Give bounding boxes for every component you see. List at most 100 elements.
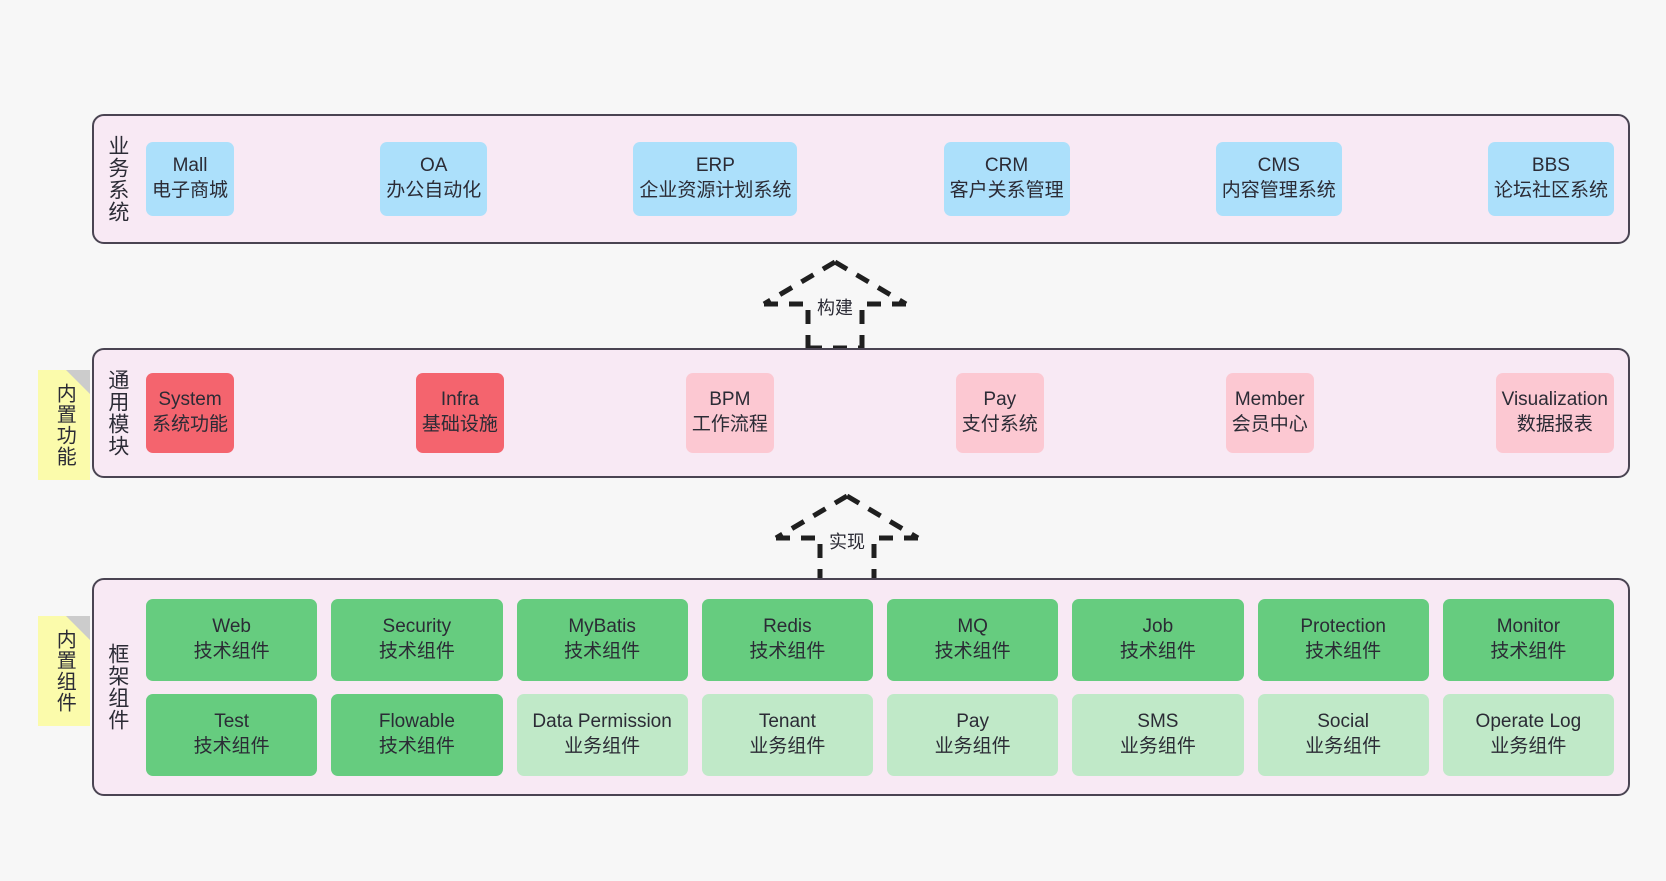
card-title: Web bbox=[212, 615, 251, 637]
card-tenant[interactable]: Tenant 业务组件 bbox=[701, 693, 873, 776]
card-test[interactable]: Test 技术组件 bbox=[146, 693, 318, 776]
card-subtitle: 技术组件 bbox=[564, 640, 641, 662]
note-label: 内置功能 bbox=[53, 383, 76, 467]
card-title: Mall bbox=[172, 155, 208, 177]
card-social[interactable]: Social 业务组件 bbox=[1257, 693, 1429, 776]
card-title: Flowable bbox=[378, 710, 455, 732]
card-title: Data Permission bbox=[532, 710, 672, 732]
framework-row-business: Test 技术组件 Flowable 技术组件 Data Permission … bbox=[146, 693, 1614, 776]
layer-title-framework: 框架组件 bbox=[105, 643, 129, 731]
card-data-permission[interactable]: Data Permission 业务组件 bbox=[516, 693, 688, 776]
card-title: BBS bbox=[1531, 155, 1570, 177]
card-title: CRM bbox=[984, 155, 1029, 177]
card-subtitle: 业务组件 bbox=[1119, 735, 1196, 757]
card-title: Visualization bbox=[1501, 389, 1608, 411]
card-subtitle: 电子商城 bbox=[152, 180, 229, 201]
card-title: Monitor bbox=[1496, 615, 1561, 637]
note-built-in-features: 内置功能 bbox=[38, 370, 90, 480]
layer-common-modules: 通用模块 System 系统功能 Infra 基础设施 BPM 工作流程 Pay… bbox=[92, 348, 1630, 478]
framework-row-tech: Web 技术组件 Security 技术组件 MyBatis 技术组件 Redi… bbox=[146, 598, 1614, 681]
card-title: Redis bbox=[763, 615, 812, 637]
card-erp[interactable]: ERP 企业资源计划系统 bbox=[633, 142, 798, 216]
card-mybatis[interactable]: MyBatis 技术组件 bbox=[516, 598, 688, 681]
card-sms[interactable]: SMS 业务组件 bbox=[1072, 693, 1244, 776]
layer-body-modules: System 系统功能 Infra 基础设施 BPM 工作流程 Pay 支付系统… bbox=[140, 373, 1628, 453]
card-subtitle: 业务组件 bbox=[1305, 735, 1382, 757]
note-label: 内置组件 bbox=[53, 629, 76, 713]
arrow-build: 构建 bbox=[760, 258, 910, 351]
note-fold-corner-icon bbox=[66, 616, 90, 640]
card-subtitle: 技术组件 bbox=[1305, 640, 1382, 662]
card-mq[interactable]: MQ 技术组件 bbox=[887, 598, 1059, 681]
card-bbs[interactable]: BBS 论坛社区系统 bbox=[1487, 142, 1614, 216]
card-bpm[interactable]: BPM 工作流程 bbox=[685, 373, 774, 453]
card-subtitle: 业务组件 bbox=[749, 735, 826, 757]
card-infra[interactable]: Infra 基础设施 bbox=[415, 373, 504, 453]
card-subtitle: 系统功能 bbox=[152, 414, 229, 435]
layer-framework-components: 框架组件 Web 技术组件 Security 技术组件 MyBatis 技术组件… bbox=[92, 578, 1630, 796]
card-oa[interactable]: OA 办公自动化 bbox=[380, 142, 488, 216]
card-title: System bbox=[158, 389, 222, 411]
card-subtitle: 办公自动化 bbox=[386, 180, 482, 201]
card-monitor[interactable]: Monitor 技术组件 bbox=[1442, 598, 1614, 681]
card-subtitle: 客户关系管理 bbox=[949, 180, 1064, 201]
card-title: Infra bbox=[440, 389, 479, 411]
card-title: Tenant bbox=[758, 710, 816, 732]
card-subtitle: 技术组件 bbox=[378, 735, 455, 757]
card-cms[interactable]: CMS 内容管理系统 bbox=[1215, 142, 1342, 216]
layer-title-business: 业务系统 bbox=[105, 135, 129, 223]
card-operate-log[interactable]: Operate Log 业务组件 bbox=[1442, 693, 1614, 776]
layer-title-modules: 通用模块 bbox=[105, 369, 129, 457]
card-subtitle: 支付系统 bbox=[961, 414, 1038, 435]
layer-body-business: Mall 电子商城 OA 办公自动化 ERP 企业资源计划系统 CRM 客户关系… bbox=[140, 142, 1628, 216]
card-subtitle: 技术组件 bbox=[1490, 640, 1567, 662]
note-built-in-components: 内置组件 bbox=[38, 616, 90, 726]
note-fold-corner-icon bbox=[66, 370, 90, 394]
card-system[interactable]: System 系统功能 bbox=[146, 373, 235, 453]
arrow-implement-label: 实现 bbox=[829, 532, 865, 552]
card-pay-component[interactable]: Pay 业务组件 bbox=[887, 693, 1059, 776]
card-title: Member bbox=[1234, 389, 1305, 411]
card-security[interactable]: Security 技术组件 bbox=[331, 598, 503, 681]
card-subtitle: 业务组件 bbox=[1490, 735, 1567, 757]
card-title: Social bbox=[1317, 710, 1369, 732]
card-title: SMS bbox=[1137, 710, 1179, 732]
card-subtitle: 技术组件 bbox=[193, 640, 270, 662]
arrow-build-label: 构建 bbox=[817, 298, 853, 318]
card-title: Security bbox=[382, 615, 452, 637]
layer-body-framework: Web 技术组件 Security 技术组件 MyBatis 技术组件 Redi… bbox=[140, 587, 1628, 788]
card-subtitle: 技术组件 bbox=[749, 640, 826, 662]
card-subtitle: 内容管理系统 bbox=[1221, 180, 1336, 201]
card-title: CMS bbox=[1257, 155, 1300, 177]
card-subtitle: 数据报表 bbox=[1516, 414, 1593, 435]
card-subtitle: 技术组件 bbox=[1119, 640, 1196, 662]
card-flowable[interactable]: Flowable 技术组件 bbox=[331, 693, 503, 776]
card-title: Protection bbox=[1300, 615, 1386, 637]
card-title: Job bbox=[1142, 615, 1174, 637]
card-title: MyBatis bbox=[568, 615, 636, 637]
card-web[interactable]: Web 技术组件 bbox=[146, 598, 318, 681]
card-pay-module[interactable]: Pay 支付系统 bbox=[955, 373, 1044, 453]
card-protection[interactable]: Protection 技术组件 bbox=[1257, 598, 1429, 681]
layer-business-systems: 业务系统 Mall 电子商城 OA 办公自动化 ERP 企业资源计划系统 CRM… bbox=[92, 114, 1630, 244]
arrow-implement: 实现 bbox=[772, 492, 922, 585]
card-subtitle: 业务组件 bbox=[564, 735, 641, 757]
card-redis[interactable]: Redis 技术组件 bbox=[701, 598, 873, 681]
card-member[interactable]: Member 会员中心 bbox=[1225, 373, 1314, 453]
card-mall[interactable]: Mall 电子商城 bbox=[146, 142, 235, 216]
card-title: BPM bbox=[709, 389, 751, 411]
card-subtitle: 论坛社区系统 bbox=[1493, 180, 1608, 201]
card-title: Pay bbox=[956, 710, 989, 732]
card-crm[interactable]: CRM 客户关系管理 bbox=[943, 142, 1070, 216]
card-subtitle: 企业资源计划系统 bbox=[639, 180, 792, 201]
card-title: OA bbox=[419, 155, 448, 177]
card-visualization[interactable]: Visualization 数据报表 bbox=[1495, 373, 1614, 453]
card-subtitle: 技术组件 bbox=[378, 640, 455, 662]
card-subtitle: 会员中心 bbox=[1231, 414, 1308, 435]
card-subtitle: 技术组件 bbox=[934, 640, 1011, 662]
card-title: Pay bbox=[983, 389, 1017, 411]
card-subtitle: 工作流程 bbox=[691, 414, 768, 435]
card-job[interactable]: Job 技术组件 bbox=[1072, 598, 1244, 681]
card-subtitle: 基础设施 bbox=[421, 414, 498, 435]
